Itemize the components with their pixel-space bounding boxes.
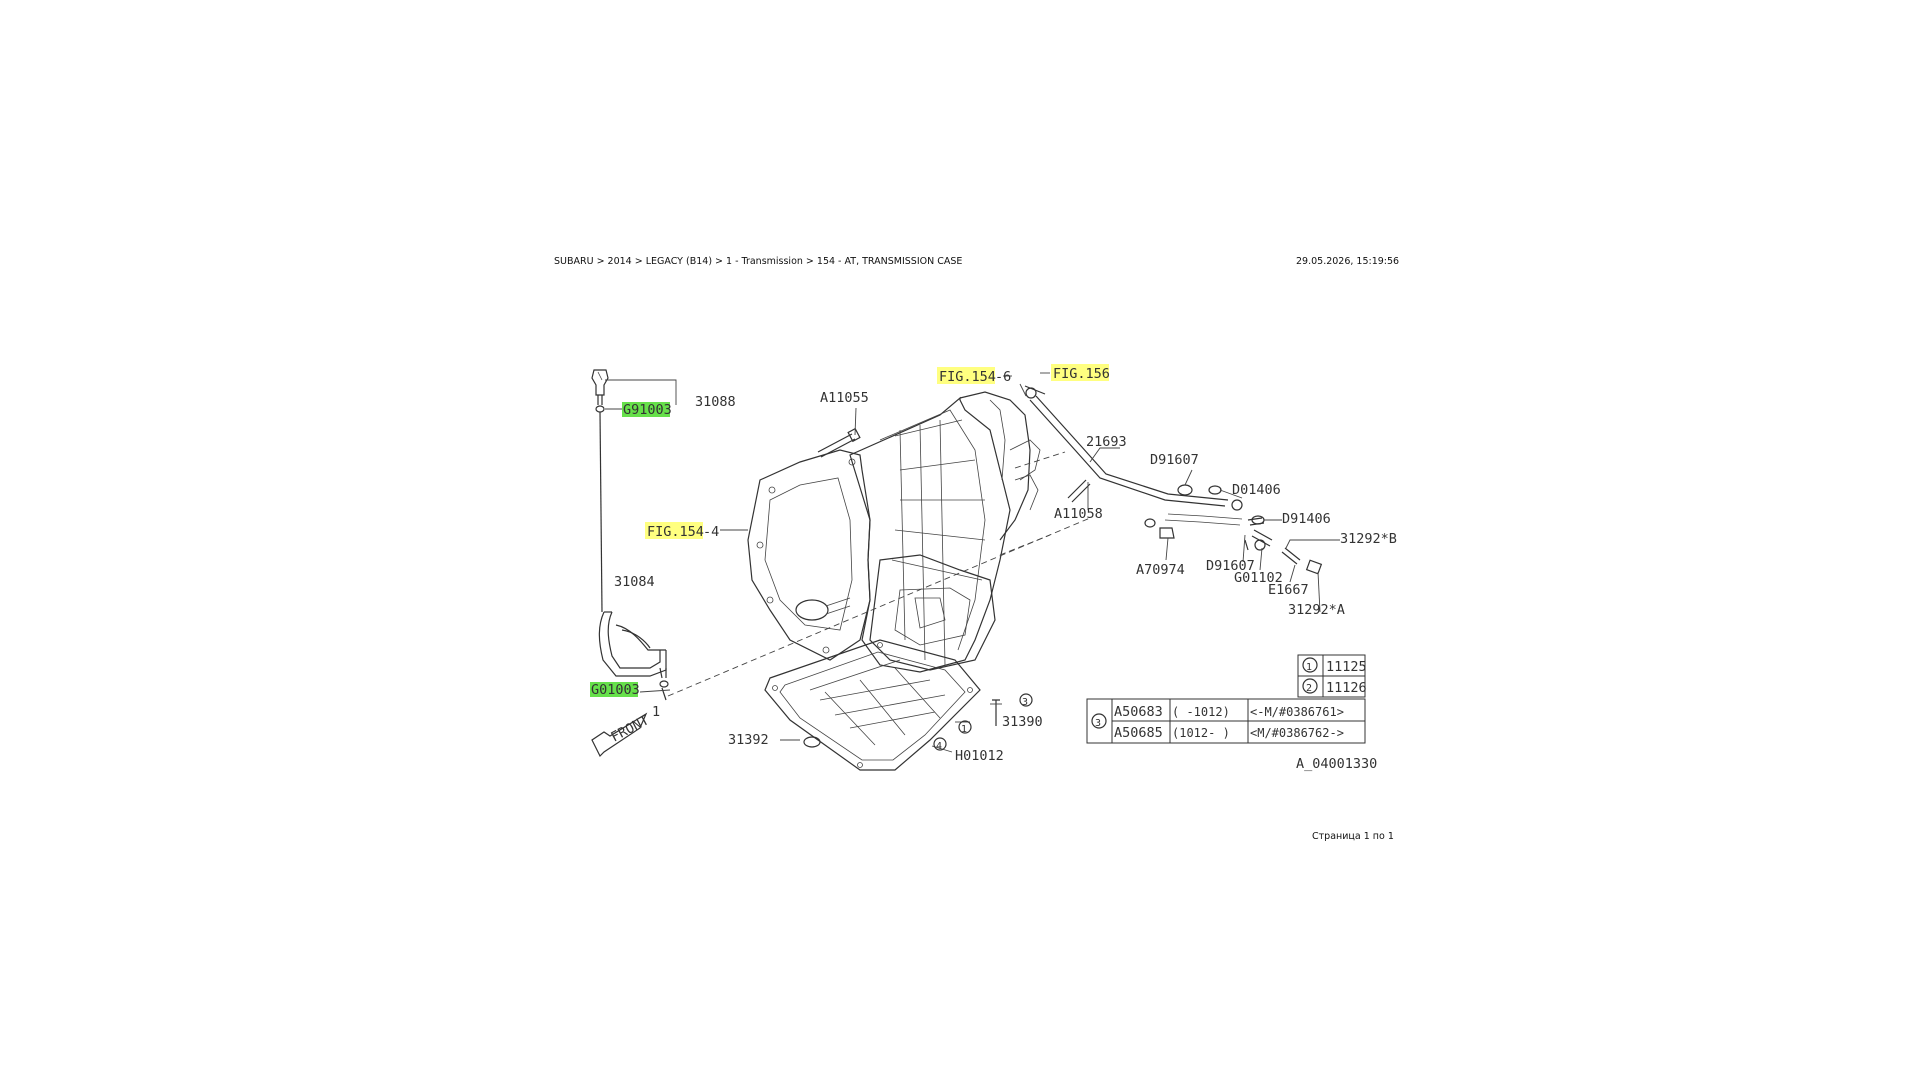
part-label-31084: 31084 [614,574,655,590]
part-label-d01406: D01406 [1232,482,1281,498]
assembly-line [1014,451,1066,469]
svg-text:G91003: G91003 [623,402,672,418]
fig156-link[interactable]: FIG.156 [1051,364,1110,382]
part-link-g91003[interactable]: G91003 [622,402,672,418]
part-label-31088: 31088 [695,394,736,410]
front-label: FRONT [608,712,651,745]
legend-num-1: 1 [1306,662,1312,673]
fig154-left-suffix: -4 [703,524,719,540]
part-label-31392: 31392 [728,732,769,748]
part-label-21693: 21693 [1086,434,1127,450]
part-label-d91607-upper: D91607 [1150,452,1199,468]
part-label-e1667: E1667 [1268,582,1309,598]
front-mark: 1 [652,704,660,720]
svg-text:4: 4 [936,741,942,752]
part-label-d91406: D91406 [1282,511,1331,527]
part-label-a70974: A70974 [1136,562,1185,578]
fig154-top-suffix: -6 [995,369,1011,385]
bolt-a11055-drawing [817,407,861,458]
page-indicator: Страница 1 по 1 [1312,831,1394,842]
legend-part-a50683: A50683 [1114,704,1163,720]
svg-text:1: 1 [961,724,967,735]
callout-1-diagram: 1 [958,720,972,735]
legend-table: 1 11125 2 11126 3 A50683 ( -1012) <-M/#0… [1086,654,1367,744]
legend-range-a50683: ( -1012) [1172,705,1230,719]
legend-num-2: 2 [1306,683,1312,694]
print-timestamp: 29.05.2026, 15:19:56 [1296,256,1400,267]
legend-part-a50685: A50685 [1114,725,1163,741]
fig154-link-left[interactable]: FIG.154 [645,522,704,540]
legend-serial-a50683: <-M/#0386761> [1250,705,1344,719]
cooler-pipe-drawing [1024,385,1243,526]
part-label-d91607-lower: D91607 [1206,558,1255,574]
part-label-31390: 31390 [1002,714,1043,730]
svg-text:FIG.156: FIG.156 [1053,366,1110,382]
svg-text:FIG.154: FIG.154 [939,369,996,385]
callout-4-diagram: 4 [933,737,947,752]
part-label-h01012: H01012 [955,748,1004,764]
legend-range-a50685: (1012- ) [1172,726,1230,740]
assembly-line [999,534,1051,556]
part-label-g01102: G01102 [1234,570,1283,586]
bolt-a11058-drawing [1067,479,1091,510]
svg-text:G01003: G01003 [591,682,640,698]
leader-line [1019,383,1027,397]
oil-pan-drawing [764,639,1000,771]
legend-part-11126: 11126 [1326,680,1367,696]
part-label-31292a: 31292*A [1288,602,1345,618]
part-label-31292b: 31292*B [1340,531,1397,547]
diagram-code: A_04001330 [1296,756,1377,772]
svg-text:FIG.154: FIG.154 [647,524,704,540]
legend-part-11125: 11125 [1326,659,1367,675]
breadcrumb: SUBARU > 2014 > LEGACY (B14) > 1 - Trans… [554,256,963,267]
legend-group-3: 3 [1095,718,1101,729]
assembly-line [667,517,1091,697]
breather-hose-drawing [591,369,677,701]
transmission-case-drawing [747,391,1041,673]
part-link-g01003[interactable]: G01003 [590,682,640,698]
callout-3-diagram: 3 [1019,693,1033,708]
part-label-a11058: A11058 [1054,506,1103,522]
fig154-link-top[interactable]: FIG.154 [937,367,996,385]
part-label-a11055: A11055 [820,390,869,406]
front-arrow [591,712,648,758]
svg-text:3: 3 [1022,697,1028,708]
legend-serial-a50685: <M/#0386762-> [1250,726,1344,740]
fittings-drawing [1144,469,1340,613]
